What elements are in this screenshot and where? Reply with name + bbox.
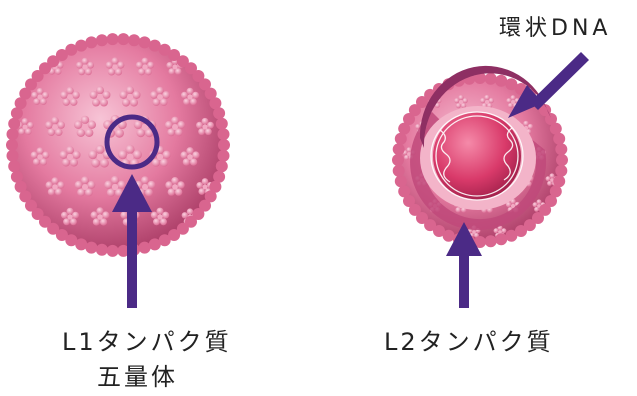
capsid-rim-bump — [556, 154, 568, 166]
capsid-rim-bump — [393, 143, 405, 155]
label-pentamer: 五量体 — [97, 357, 178, 392]
capsid-rim-bump — [139, 36, 151, 48]
capsid-rim-bump — [7, 150, 19, 162]
capsid-rim-bump — [8, 118, 20, 130]
capsid-rim-bump — [213, 107, 225, 119]
l1-arrow-shaft — [127, 205, 137, 308]
capsid-rim-bump — [505, 230, 517, 242]
genome-core — [433, 112, 521, 200]
capsid-rim-bump — [495, 75, 507, 87]
capsid-rim-bump — [96, 34, 108, 46]
capsid-rim-bump — [216, 160, 228, 172]
capsid-rim-bump — [392, 154, 404, 166]
capsid-rim-bump — [216, 118, 228, 130]
capsid-rim-bump — [393, 165, 405, 177]
label-l1-protein: L1タンパク質 — [62, 322, 232, 357]
capsid-rim-bump — [485, 235, 497, 247]
capsid-rim-bump — [550, 123, 562, 135]
capsid-rim-bump — [555, 143, 567, 155]
capsid-rim-bump — [395, 175, 407, 187]
capsid-rim-bump — [85, 242, 97, 254]
capsid-rim-bump — [139, 242, 151, 254]
capsid-rim-bump — [85, 36, 97, 48]
capsid-rim-bump — [96, 244, 108, 256]
capsid-rim-bump — [107, 33, 119, 45]
cutaway-particle — [392, 52, 589, 308]
capsid-rim-bump — [149, 238, 161, 250]
capsid-rim-bump — [218, 139, 230, 151]
capsid-rim-bump — [553, 175, 565, 187]
capsid-rim-bump — [7, 128, 19, 140]
capsid-rim-bump — [495, 233, 507, 245]
capsid-rim-bump — [128, 34, 140, 46]
capsid-rim-bump — [117, 33, 129, 45]
label-l2-protein: L2タンパク質 — [384, 322, 554, 357]
capsid-rim-bump — [555, 165, 567, 177]
capsid-rim-bump — [107, 245, 119, 257]
capsid-rim-bump — [6, 139, 18, 151]
l1-capsid-particle — [6, 33, 230, 308]
capsid-rim-bump — [218, 128, 230, 140]
capsid-rim-bump — [395, 133, 407, 145]
capsid-rim-bump — [218, 150, 230, 162]
capsid-rim-bump — [75, 40, 87, 52]
capsid-rim-bump — [398, 185, 410, 197]
capsid-rim-bump — [553, 133, 565, 145]
capsid-rim-bump — [8, 160, 20, 172]
capsid-rim-bump — [11, 171, 23, 183]
capsid-rim-bump — [485, 73, 497, 85]
label-circular-dna: 環状DNA — [499, 10, 611, 42]
